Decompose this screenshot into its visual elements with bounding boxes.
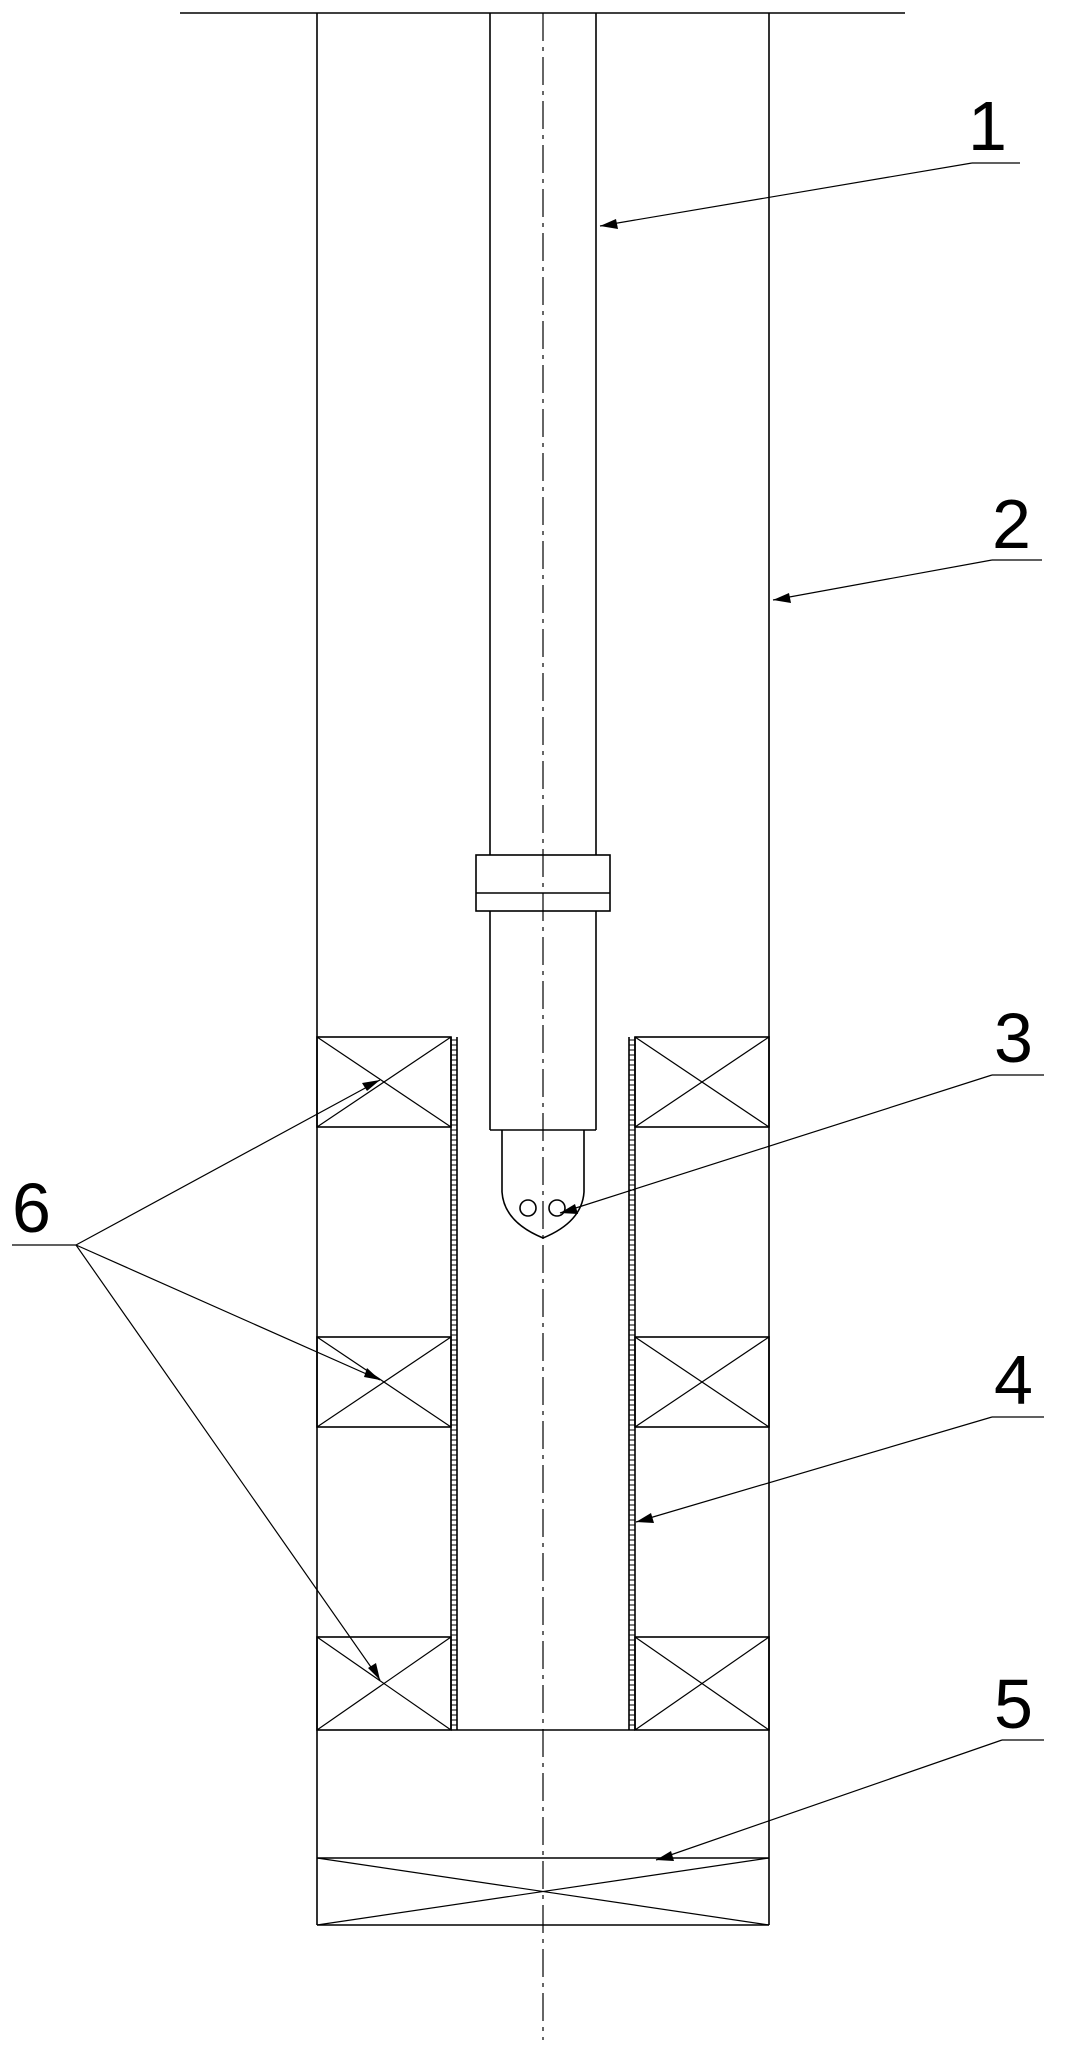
callout-6-label: 6 — [12, 1169, 51, 1247]
packer-bottom-right — [634, 1636, 770, 1731]
packer-top-left — [316, 1036, 452, 1128]
packer-bottom-left — [316, 1636, 452, 1731]
packer-middle-right — [634, 1336, 770, 1428]
drill-pipe — [475, 13, 611, 1131]
callout-4-label: 4 — [994, 1341, 1033, 1419]
callout-3-label: 3 — [994, 999, 1033, 1077]
screen-hatch-left — [451, 1039, 457, 1726]
bottom-plug — [316, 1857, 770, 1926]
callout-5-label: 5 — [994, 1665, 1033, 1743]
packers — [316, 1036, 770, 1731]
callout-2-label: 2 — [992, 485, 1031, 563]
screen-hatch-right — [629, 1039, 635, 1726]
packer-middle-left — [316, 1336, 452, 1428]
packer-top-right — [634, 1036, 770, 1128]
callout-1-label: 1 — [968, 87, 1007, 165]
leader-lines — [12, 162, 1044, 1861]
screen-tube — [450, 1037, 636, 1731]
